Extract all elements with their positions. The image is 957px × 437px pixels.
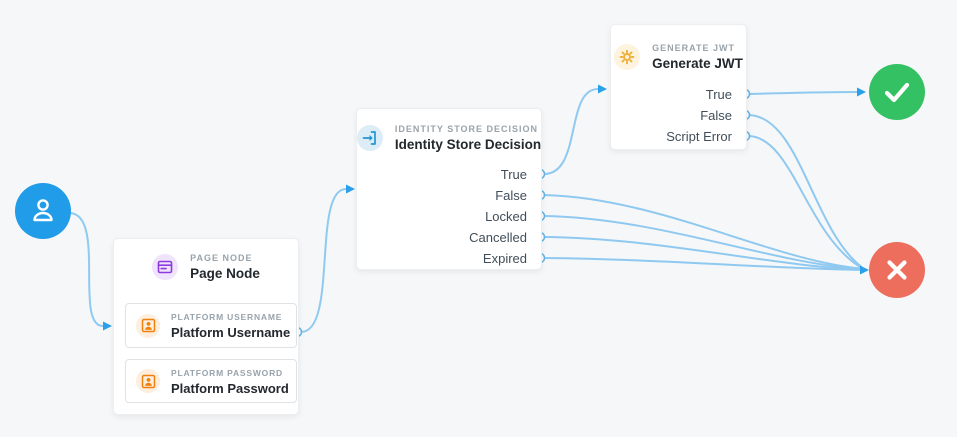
generate-jwt-card[interactable]: GENERATE JWT Generate JWT True False Scr… bbox=[610, 24, 747, 150]
failure-node[interactable] bbox=[869, 242, 925, 298]
arrowhead-into-success bbox=[857, 87, 866, 97]
gear-icon bbox=[614, 44, 641, 70]
id-badge-icon bbox=[136, 313, 160, 338]
success-node[interactable] bbox=[869, 64, 925, 120]
jwt-outcome-script-error: Script Error bbox=[666, 129, 732, 144]
page-icon bbox=[152, 254, 179, 280]
isd-outcome-true: True bbox=[500, 167, 527, 182]
arrowhead-into-failure bbox=[860, 265, 869, 275]
start-node[interactable] bbox=[15, 183, 71, 239]
connection-page-node-to-identity-store-decision bbox=[300, 188, 347, 333]
connection-isd-false-to-failure bbox=[543, 194, 862, 270]
id-badge-icon bbox=[136, 369, 160, 393]
connection-start-to-page-node bbox=[69, 212, 104, 327]
success-node-circle bbox=[869, 64, 925, 120]
arrowhead-into-generate-jwt bbox=[598, 84, 607, 94]
jwt-outcome-false: False bbox=[700, 108, 732, 123]
close-icon bbox=[887, 260, 907, 280]
connection-jwt-script-error-to-failure bbox=[748, 135, 862, 269]
identity-store-decision-type-label: IDENTITY STORE DECISION bbox=[394, 124, 539, 134]
connection-jwt-false-to-failure bbox=[748, 114, 862, 268]
generate-jwt-type-label: GENERATE JWT bbox=[652, 43, 735, 53]
start-node-circle bbox=[15, 183, 71, 239]
page-node-card[interactable]: PAGE NODE Page Node PLATFORM USERNAME Pl… bbox=[113, 238, 299, 415]
platform-username-card[interactable]: PLATFORM USERNAME Platform Username bbox=[125, 303, 297, 348]
connection-isd-true-to-generate-jwt bbox=[543, 88, 599, 175]
platform-username-type-label: PLATFORM USERNAME bbox=[171, 312, 283, 322]
platform-password-title: Platform Password bbox=[171, 380, 289, 396]
isd-outcome-locked: Locked bbox=[485, 209, 527, 224]
sign-in-icon bbox=[356, 125, 383, 151]
jwt-outcome-true: True bbox=[705, 87, 732, 102]
page-node-title: Page Node bbox=[190, 266, 260, 281]
identity-store-decision-card[interactable]: IDENTITY STORE DECISION Identity Store D… bbox=[356, 108, 542, 270]
connection-isd-expired-to-failure bbox=[543, 257, 862, 271]
check-icon bbox=[884, 82, 910, 103]
connection-isd-locked-to-failure bbox=[543, 215, 862, 270]
generate-jwt-title: Generate JWT bbox=[652, 56, 743, 71]
arrowhead-into-identity-store-decision bbox=[346, 184, 355, 194]
connection-isd-cancelled-to-failure bbox=[543, 236, 862, 271]
connection-jwt-true-to-success bbox=[748, 91, 859, 95]
platform-password-type-label: PLATFORM PASSWORD bbox=[171, 367, 283, 378]
platform-password-card[interactable]: PLATFORM PASSWORD Platform Password bbox=[125, 359, 297, 403]
isd-outcome-false: False bbox=[495, 188, 527, 203]
isd-outcome-cancelled: Cancelled bbox=[469, 230, 527, 245]
user-icon bbox=[33, 199, 53, 222]
identity-store-decision-title: Identity Store Decision bbox=[394, 137, 542, 152]
platform-username-title: Platform Username bbox=[171, 325, 291, 340]
page-node-type-label: PAGE NODE bbox=[190, 253, 253, 263]
isd-outcome-expired: Expired bbox=[482, 251, 527, 266]
arrowhead-into-page-node bbox=[103, 321, 112, 331]
